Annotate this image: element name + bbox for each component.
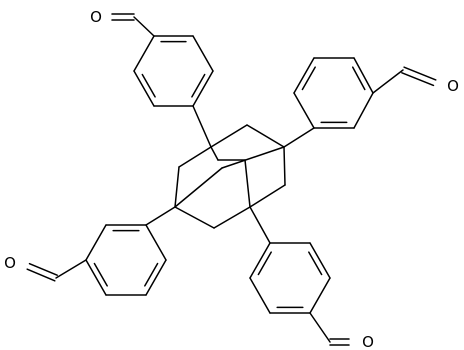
aldehyde-bond-left	[55, 259, 87, 279]
ring-bond-left-4	[145, 259, 167, 296]
ring-bond-right-5	[293, 92, 315, 129]
ring-double-bond-right-4	[301, 66, 316, 91]
ring-bond-bottom-1	[249, 277, 271, 314]
cage-bond-3	[174, 166, 180, 208]
cage-bond-8	[210, 146, 219, 161]
cage-bond-10	[244, 159, 251, 208]
cage-bond-4	[174, 206, 215, 229]
aldehyde-bond-bottom	[309, 312, 331, 343]
ring-double-bond-bottom-4	[308, 251, 323, 276]
ring-bond-left-5	[145, 224, 167, 261]
ring-double-bond-left-4	[144, 262, 159, 287]
bond-lines	[26, 13, 437, 346]
oxygen-label-bottom: O	[362, 333, 374, 350]
cage-bond-7	[249, 184, 286, 208]
oxygen-label-top: O	[90, 8, 102, 26]
carbonyl-bond-a-right	[401, 72, 435, 87]
ring-bond-top-4	[133, 70, 155, 107]
cage-bond-11	[174, 167, 223, 208]
ring-double-bond-top-4	[141, 73, 156, 98]
ring-bond-right-1	[353, 92, 374, 129]
cage-bond-6	[283, 146, 286, 186]
ring-double-bond-right-2	[351, 66, 366, 91]
ring-bond-left-1	[85, 224, 107, 261]
cage-bond-2	[178, 146, 212, 168]
oxygen-label-left: O	[4, 254, 16, 272]
aryl-link-bond-top	[192, 105, 212, 148]
cage-bond-1	[246, 124, 285, 148]
oxygen-label-right: O	[447, 77, 459, 95]
carbonyl-bond-b-left	[26, 268, 56, 282]
ring-bond-right-4	[293, 57, 315, 94]
ring-double-bond-bottom-0	[257, 251, 272, 276]
ring-bond-left-2	[85, 259, 107, 296]
ring-bond-top-1	[192, 35, 214, 72]
ring-double-bond-top-0	[191, 73, 206, 98]
ring-bond-bottom-0	[249, 242, 271, 279]
aryl-link-bond-bottom	[249, 206, 271, 244]
aldehyde-bond-top	[133, 16, 155, 37]
ring-double-bond-left-2	[93, 262, 108, 287]
atom-labels: O O O O	[4, 8, 459, 350]
aryl-link-bond-right	[283, 127, 315, 148]
carbonyl-bond-a-left	[28, 262, 58, 276]
ring-bond-bottom-3	[309, 277, 331, 314]
cage-bond-0	[210, 124, 248, 148]
cage-bond-12	[221, 146, 285, 169]
cage-bond-5	[213, 206, 251, 229]
aryl-link-bond-left	[145, 206, 176, 226]
carbonyl-bond-b-right	[403, 66, 437, 81]
ring-bond-top-3	[133, 35, 155, 72]
aldehyde-bond-right	[372, 69, 404, 94]
ring-bond-right-2	[353, 57, 374, 94]
ring-bond-top-0	[192, 70, 214, 107]
ring-bond-bottom-4	[309, 242, 331, 279]
